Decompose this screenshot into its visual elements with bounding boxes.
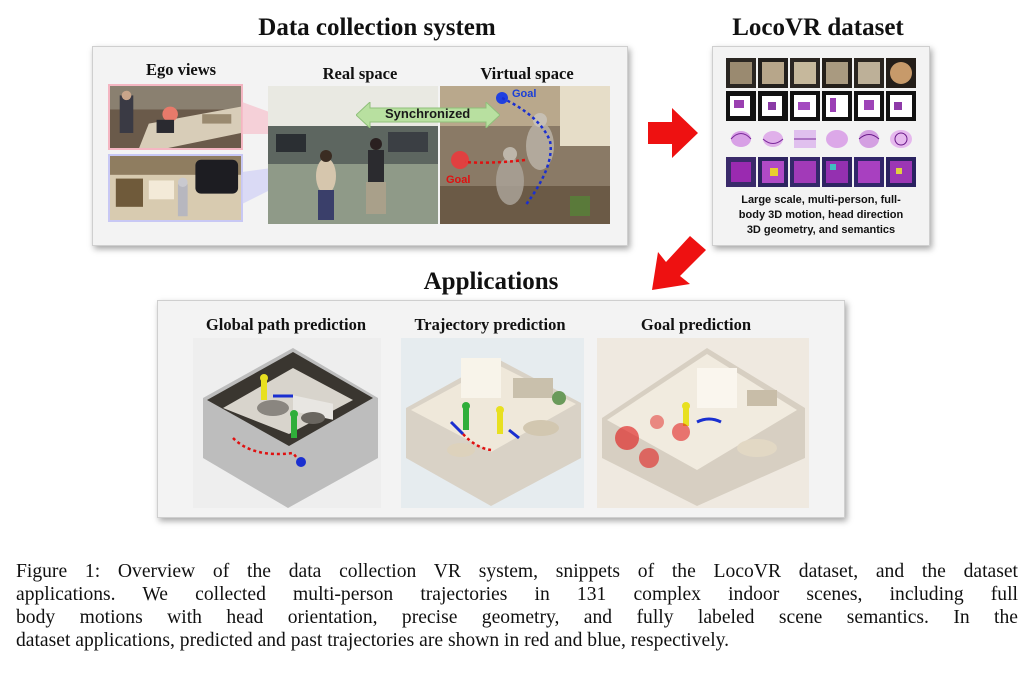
synchronized-label: Synchronized [385,106,471,121]
dataset-description: Large scale, multi-person, full- body 3D… [716,193,926,238]
arrow-to-dataset-icon [648,108,698,158]
global-path-prediction-image [193,338,381,508]
caption-line-2: applications. We collected multi-person … [16,584,1018,605]
app-goal-label: Goal prediction [640,315,752,334]
ego-view-image-1 [108,84,243,150]
synchronized-arrow [356,102,500,128]
virtual-goal-red-label: Goal [446,174,471,186]
goal-prediction-image [597,338,809,508]
dataset-description-line-2: body 3D motion, head direction [738,209,904,221]
app-trajectory-label: Trajectory prediction [414,315,566,334]
real-space-image [268,86,438,224]
trajectory-prediction-image [401,338,584,508]
caption-line-3: body motions with head orientation, prec… [16,607,1018,628]
figure-caption: Figure 1: Overview of the data collectio… [16,560,1018,652]
dataset-description-line-3: 3D geometry, and semantics [746,224,896,236]
ego-views-label: Ego views [145,60,217,79]
dataset-description-line-1: Large scale, multi-person, full- [741,194,901,206]
data-collection-title: Data collection system [258,14,496,41]
virtual-goal-blue-label: Goal [512,88,537,100]
arrow-to-applications-icon [652,236,706,290]
virtual-space-label: Virtual space [480,64,574,83]
caption-line-1: Figure 1: Overview of the data collectio… [16,561,1018,582]
applications-title: Applications [423,268,559,295]
real-space-label: Real space [322,64,398,83]
dataset-title: LocoVR dataset [732,14,904,41]
app-global-path-label: Global path prediction [205,315,367,334]
dataset-thumbnail-grid [726,58,918,190]
ego-view-image-2 [108,154,243,222]
caption-line-4: dataset applications, predicted and past… [16,630,730,651]
